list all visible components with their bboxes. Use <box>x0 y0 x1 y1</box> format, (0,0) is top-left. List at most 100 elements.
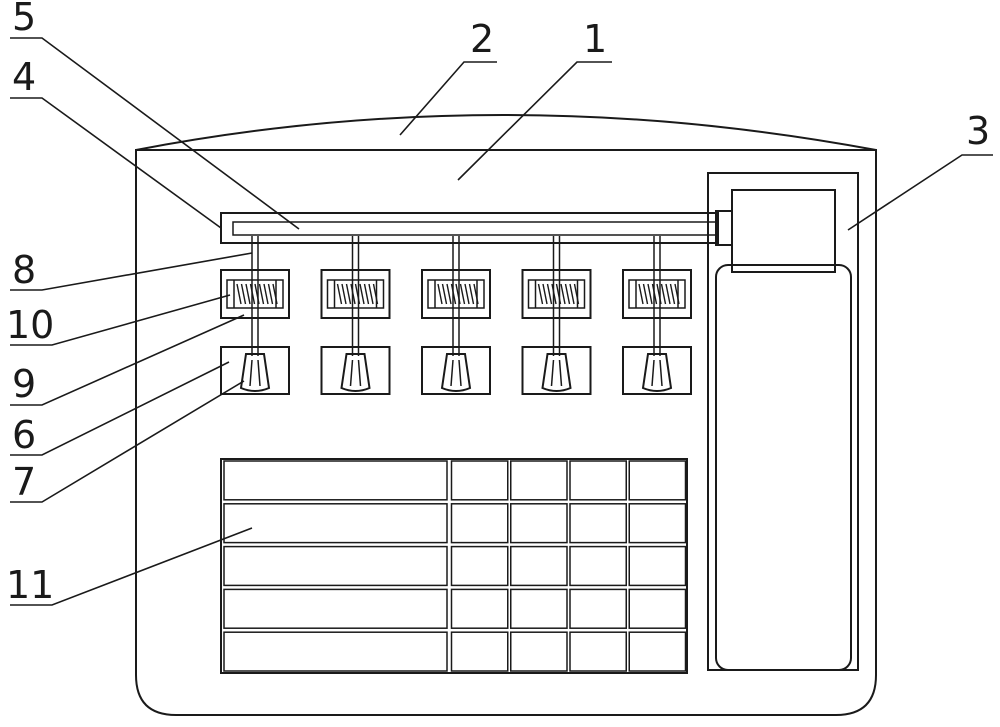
spring-coil <box>648 284 652 304</box>
spring-coil <box>260 284 264 304</box>
spring-coil <box>671 284 675 304</box>
spring-coil <box>548 284 552 304</box>
grid-outer <box>221 459 687 673</box>
grid-cell <box>570 632 626 671</box>
storage-grid <box>221 459 687 673</box>
grid-cell-wide <box>224 589 447 628</box>
spring-coil <box>365 284 369 304</box>
spring-coil <box>237 284 241 304</box>
grid-cell-wide <box>224 504 447 543</box>
nozzle <box>643 354 671 391</box>
spring-coil <box>264 284 268 304</box>
leader-6 <box>10 362 229 455</box>
grid-cell <box>511 504 567 543</box>
leader-4 <box>10 98 221 228</box>
label-2: 2 <box>470 17 494 61</box>
grid-cell <box>629 504 685 543</box>
clamp-housing <box>221 270 289 318</box>
spring-coil <box>342 284 346 304</box>
label-7: 7 <box>12 460 36 504</box>
spring-coil <box>438 284 442 304</box>
nozzle <box>543 354 571 391</box>
spring-coil <box>539 284 543 304</box>
spring-coil <box>338 284 342 304</box>
grid-cell <box>629 461 685 500</box>
grid-cell-wide <box>224 461 447 500</box>
grid-cell <box>629 547 685 586</box>
spring-coil <box>269 284 273 304</box>
spring-coil <box>662 284 666 304</box>
spring-coil <box>461 284 465 304</box>
nozzle-ridge <box>560 360 562 386</box>
spring-coil <box>543 284 547 304</box>
nozzle-ridge <box>258 360 260 386</box>
grid-cell <box>629 632 685 671</box>
grid-cell <box>570 547 626 586</box>
spring-coil <box>666 284 670 304</box>
leader-3 <box>848 155 993 230</box>
label-11: 11 <box>6 563 54 607</box>
leader-8 <box>10 253 252 290</box>
tool-units <box>221 236 691 394</box>
leader-2 <box>400 62 497 135</box>
nozzle-ridge <box>652 360 654 386</box>
label-4: 4 <box>12 55 36 99</box>
tool-unit <box>623 236 691 394</box>
nozzle <box>241 354 269 391</box>
spring-coil <box>639 284 643 304</box>
rail-outer <box>221 213 718 243</box>
spring-coil <box>447 284 451 304</box>
spring-coil <box>561 284 565 304</box>
nozzle-ridge <box>351 360 353 386</box>
grid-cell <box>511 632 567 671</box>
leader-5 <box>10 38 299 229</box>
grid-cell <box>629 589 685 628</box>
callout-labels: 1 2 3 4 5 8 10 9 6 7 11 <box>6 0 990 607</box>
grid-cell <box>570 461 626 500</box>
grid-cell <box>452 632 508 671</box>
spring-coil <box>566 284 570 304</box>
nozzle <box>342 354 370 391</box>
grid-cell <box>452 547 508 586</box>
leader-lines <box>10 38 993 605</box>
clamp-housing <box>322 270 390 318</box>
tool-unit <box>221 236 289 394</box>
side-compartment-tank <box>716 265 851 670</box>
spring-coil <box>443 284 447 304</box>
label-6: 6 <box>12 413 36 457</box>
clamp-housing <box>422 270 490 318</box>
spring-coil <box>246 284 250 304</box>
spring-coil <box>570 284 574 304</box>
nozzle-ridge <box>451 360 453 386</box>
spring-coil <box>369 284 373 304</box>
leader-1 <box>458 62 612 180</box>
spring-coil <box>360 284 364 304</box>
spring-coil <box>347 284 351 304</box>
nozzle-ridge <box>250 360 252 386</box>
leader-7 <box>10 381 244 502</box>
label-1: 1 <box>583 17 607 61</box>
grid-cell-wide <box>224 547 447 586</box>
nozzle-ridge <box>660 360 662 386</box>
grid-cell <box>570 504 626 543</box>
grid-cell-wide <box>224 632 447 671</box>
grid-cell <box>452 461 508 500</box>
grid-cell <box>511 589 567 628</box>
grid-cell <box>511 547 567 586</box>
spring-coil <box>470 284 474 304</box>
tool-unit <box>322 236 390 394</box>
spring-coil <box>644 284 648 304</box>
grid-cell <box>570 589 626 628</box>
spring-coil <box>242 284 246 304</box>
nozzle <box>442 354 470 391</box>
label-3: 3 <box>966 109 990 153</box>
label-9: 9 <box>12 362 36 406</box>
clamp-housing <box>623 270 691 318</box>
nozzle-ridge <box>459 360 461 386</box>
label-10: 10 <box>6 303 54 347</box>
rail-inner-bar <box>233 222 718 235</box>
nozzle-ridge <box>552 360 554 386</box>
grid-cell <box>452 504 508 543</box>
tool-unit <box>422 236 490 394</box>
